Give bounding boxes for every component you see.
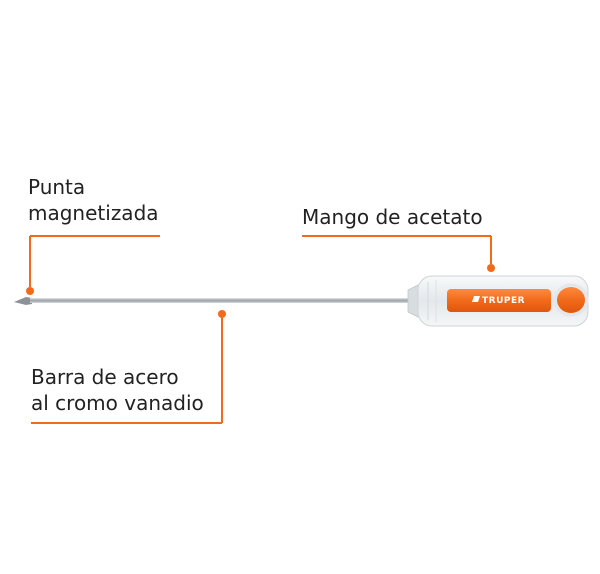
callout-shaft — [31, 310, 226, 424]
screwdriver-illustration: TRUPER — [14, 275, 589, 327]
shaft-label-line-2: al cromo vanadio — [31, 391, 204, 415]
tip-label-line-2: magnetizada — [28, 201, 159, 225]
callout-tip — [26, 235, 160, 295]
handle-orange-insert — [447, 289, 551, 312]
callout-handle — [302, 235, 495, 272]
handle-end-cap — [557, 287, 585, 313]
screwdriver-shaft — [30, 298, 412, 303]
tip-label-line-1: Punta — [28, 175, 86, 199]
tip-label: Punta magnetizada — [28, 174, 159, 226]
shaft-label-line-1: Barra de acero — [31, 365, 179, 389]
shaft-label: Barra de acero al cromo vanadio — [31, 364, 204, 416]
callout-handle-dot — [487, 264, 495, 272]
callout-tip-dot — [26, 287, 34, 295]
handle-label: Mango de acetato — [302, 204, 483, 230]
svg-text:TRUPER: TRUPER — [482, 296, 525, 306]
truper-logo-icon: TRUPER — [472, 296, 525, 306]
callout-shaft-dot — [218, 310, 226, 318]
screwdriver-tip — [14, 297, 32, 305]
handle-label-line-1: Mango de acetato — [302, 205, 483, 229]
